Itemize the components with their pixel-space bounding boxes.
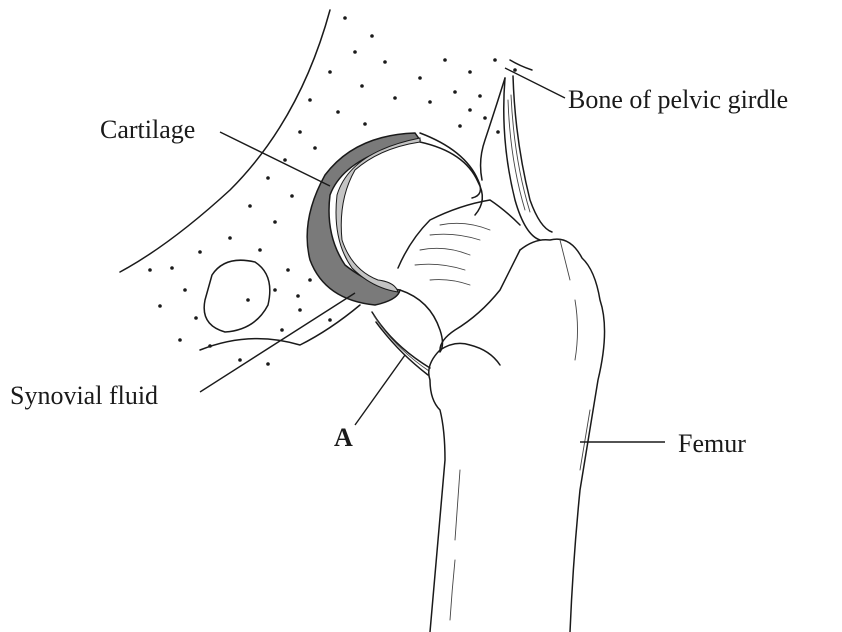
bone-dot xyxy=(360,84,364,88)
bone-dot xyxy=(228,236,232,240)
label-bone-of-pelvic-girdle: Bone of pelvic girdle xyxy=(568,85,788,114)
label-synovial-fluid: Synovial fluid xyxy=(10,381,158,410)
bone-dot xyxy=(194,316,198,320)
bone-dot xyxy=(393,96,397,100)
bone-dot xyxy=(283,158,287,162)
bone-dot xyxy=(183,288,187,292)
bone-dot xyxy=(468,70,472,74)
bone-dot xyxy=(308,278,312,282)
bone-dot xyxy=(248,204,252,208)
bone-dot xyxy=(170,266,174,270)
femoral-neck xyxy=(398,200,520,352)
bone-dot xyxy=(266,176,270,180)
bone-dot xyxy=(363,122,367,126)
bone-dot xyxy=(478,94,482,98)
cartilage-layer xyxy=(307,133,420,305)
bone-dot xyxy=(493,58,497,62)
bone-dot xyxy=(353,50,357,54)
acetabulum-rim xyxy=(420,133,480,198)
bone-dot xyxy=(246,298,250,302)
bone-dot xyxy=(238,358,242,362)
femur xyxy=(429,239,605,632)
bone-dot xyxy=(370,34,374,38)
bone-dot xyxy=(343,16,347,20)
bone-dot xyxy=(496,130,500,134)
bone-dot xyxy=(178,338,182,342)
bone-dot xyxy=(290,194,294,198)
bone-dot xyxy=(328,70,332,74)
bone-dot xyxy=(383,60,387,64)
label-femur: Femur xyxy=(678,429,746,458)
bone-dot xyxy=(308,98,312,102)
bone-dot xyxy=(328,318,332,322)
bone-dot xyxy=(313,146,317,150)
bone-dot xyxy=(198,250,202,254)
bone-dot xyxy=(468,108,472,112)
bone-dot xyxy=(483,116,487,120)
label-cartilage: Cartilage xyxy=(100,115,195,144)
bone-dot xyxy=(453,90,457,94)
bone-dot xyxy=(208,344,212,348)
bone-dot xyxy=(158,304,162,308)
bone-dot xyxy=(258,248,262,252)
bone-dot xyxy=(513,68,517,72)
bone-dot xyxy=(336,110,340,114)
bone-dot xyxy=(443,58,447,62)
bone-dot xyxy=(280,328,284,332)
capsule-ligament-upper xyxy=(481,76,552,240)
bone-dot xyxy=(273,220,277,224)
leader-a xyxy=(355,355,405,425)
bone-dot xyxy=(266,362,270,366)
obturator-foramen xyxy=(204,260,270,332)
bone-dot xyxy=(418,76,422,80)
bone-dot xyxy=(273,288,277,292)
ligament-a xyxy=(372,312,430,375)
bone-dot xyxy=(148,268,152,272)
bone-dot xyxy=(298,308,302,312)
bone-dot xyxy=(296,294,300,298)
bone-dot xyxy=(286,268,290,272)
label-a: A xyxy=(334,423,353,452)
leader-cartilage xyxy=(220,132,330,186)
bone-dot xyxy=(298,130,302,134)
bone-dot xyxy=(428,100,432,104)
bone-dot xyxy=(458,124,462,128)
